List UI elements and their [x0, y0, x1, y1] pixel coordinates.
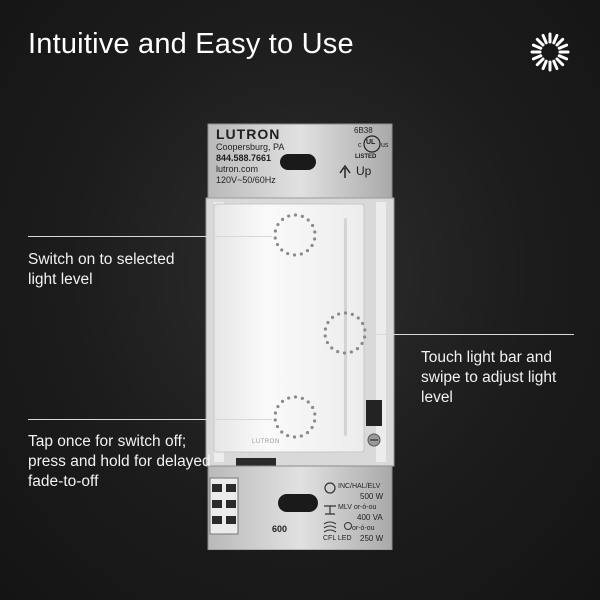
- strap-slot-top: [280, 154, 316, 170]
- touch-dot: [363, 335, 367, 339]
- led-icon: [344, 522, 352, 530]
- touch-dot: [292, 253, 297, 257]
- touch-dot: [273, 418, 277, 422]
- touch-dot: [330, 346, 334, 350]
- touch-dot: [300, 214, 304, 218]
- load-3-cfl: CFL LED: [323, 535, 352, 542]
- touch-dot: [343, 311, 348, 315]
- touch-dot: [310, 243, 314, 248]
- load-2-type: MLV or-ó-ou: [338, 504, 377, 511]
- touch-dot: [313, 412, 317, 416]
- touch-indicator-bottom: [273, 395, 317, 439]
- callout-tap-off: Tap once for switch off; press and hold …: [28, 433, 211, 490]
- touch-dot: [313, 419, 317, 423]
- website-label: lutron.com: [216, 164, 259, 174]
- touch-dot: [280, 430, 284, 434]
- touch-indicator-side: [323, 311, 367, 355]
- lutron-sunburst-icon: [530, 32, 570, 72]
- touch-dot: [313, 230, 317, 234]
- touch-dot: [350, 312, 354, 316]
- touch-dot: [336, 350, 340, 354]
- touch-dot: [300, 396, 304, 400]
- touch-dot: [330, 315, 335, 319]
- touch-dot: [287, 396, 291, 400]
- load-1-watts: 500 W: [360, 492, 384, 501]
- touch-indicator-top: [273, 213, 317, 257]
- touch-dot: [276, 404, 280, 409]
- bottom-code-label: 600: [272, 524, 288, 534]
- touch-dot: [356, 316, 360, 320]
- touch-dot: [310, 425, 314, 430]
- touch-dot: [286, 434, 290, 438]
- load-2-va: 400 VA: [357, 513, 383, 522]
- face-brand-label: LUTRON: [252, 439, 280, 445]
- light-bar: [344, 218, 347, 436]
- load-3-type: or-ó-ou: [352, 525, 375, 532]
- touch-dot: [326, 320, 330, 325]
- listed-label: LISTED: [355, 154, 377, 160]
- touch-dot: [275, 424, 280, 429]
- brand-label: LUTRON: [216, 126, 281, 142]
- ul-badge: [363, 135, 381, 153]
- transformer-icon: [324, 505, 336, 515]
- touch-dot: [299, 252, 303, 256]
- cert-right: us: [381, 142, 389, 149]
- address-label: Coopersburg, PA: [216, 142, 285, 152]
- up-label: Up: [356, 164, 372, 178]
- touch-dot: [342, 351, 347, 355]
- touch-dot: [273, 236, 277, 240]
- touch-dot: [305, 249, 310, 253]
- touch-dot: [313, 237, 317, 241]
- side-clip: [366, 400, 382, 426]
- touch-dot: [310, 223, 315, 228]
- callout-light-bar: Touch light bar and swipe to adjust ligh…: [421, 349, 557, 406]
- load-1-type: INC/HAL/ELV: [338, 483, 381, 490]
- load-3-watts: 250 W: [360, 534, 384, 543]
- touch-dot: [360, 341, 364, 346]
- phone-label: 844.588.7661: [216, 153, 272, 163]
- up-arrow-icon: [339, 164, 351, 178]
- cert-mark: UL: [366, 139, 376, 146]
- touch-dot: [306, 218, 310, 222]
- touch-dot: [299, 434, 303, 438]
- touch-dot: [355, 347, 360, 351]
- touch-dot: [349, 350, 353, 354]
- touch-dot: [286, 252, 290, 256]
- touch-dot: [306, 400, 310, 404]
- touch-dot: [280, 248, 284, 252]
- callout-line-right: [368, 334, 574, 335]
- page-title: Intuitive and Easy to Use: [28, 28, 354, 60]
- touch-dot: [292, 435, 297, 439]
- callout-line-bottom: [28, 419, 272, 420]
- rating-label: 120V~50/60Hz: [216, 175, 276, 185]
- touch-dot: [293, 213, 298, 217]
- touch-dot: [323, 327, 327, 331]
- bulb-icon: [324, 482, 336, 494]
- touch-dot: [337, 312, 341, 316]
- dimmer-face: [213, 203, 365, 453]
- touch-dot: [275, 242, 280, 247]
- touch-dot: [310, 405, 315, 410]
- touch-dot: [325, 340, 330, 345]
- touch-dot: [293, 395, 298, 399]
- callout-line-top: [28, 236, 272, 237]
- model-label: 6B38: [354, 126, 373, 135]
- cfl-icon: [323, 521, 337, 533]
- touch-dot: [305, 431, 310, 435]
- touch-dot: [323, 334, 327, 338]
- touch-dot: [360, 321, 365, 326]
- touch-dot: [276, 222, 280, 227]
- touch-dot: [273, 411, 277, 415]
- touch-dot: [287, 214, 291, 218]
- callout-switch-on: Switch on to selected light level: [28, 251, 175, 288]
- strap-slot-bottom: [278, 494, 318, 512]
- touch-dot: [280, 399, 285, 403]
- dimmer-device: [205, 123, 395, 550]
- cert-left: c: [358, 142, 362, 149]
- touch-dot: [280, 217, 285, 221]
- touch-dot: [363, 328, 367, 332]
- touch-dot: [273, 229, 277, 233]
